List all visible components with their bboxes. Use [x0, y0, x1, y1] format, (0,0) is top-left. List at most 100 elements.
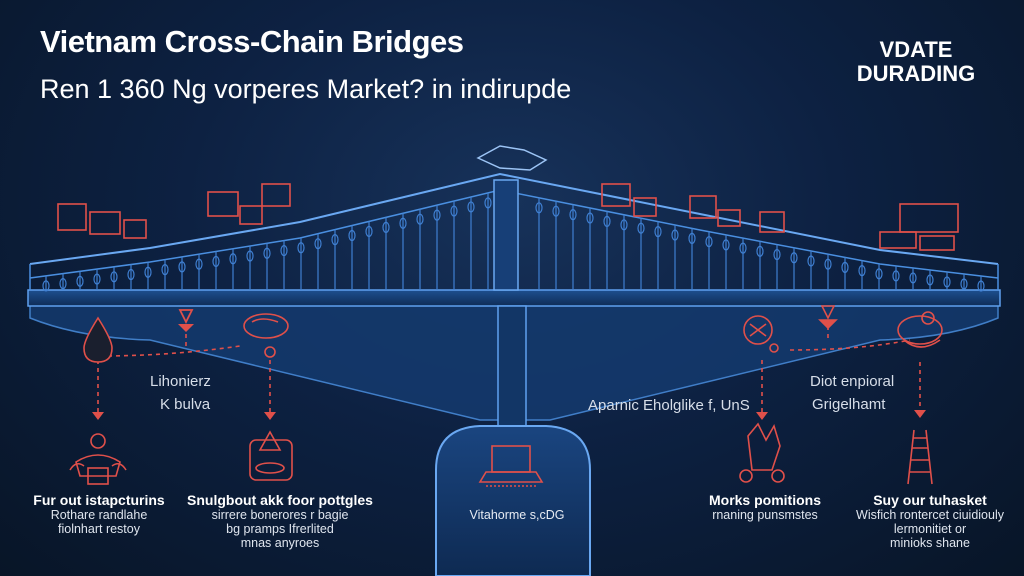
hanger-link	[960, 278, 968, 290]
mast-top-ornament	[476, 145, 548, 171]
hanger-link	[229, 253, 237, 265]
hanger-link	[841, 261, 849, 273]
hanger-link	[926, 274, 934, 286]
label-right-upper-1: Diot enpioral	[810, 373, 895, 390]
label-right-upper-2: Grigelhamt	[812, 396, 886, 413]
flow-connectors	[97, 326, 921, 412]
hanger-link	[943, 276, 951, 288]
hanger-link	[637, 222, 645, 234]
central-pillar	[497, 305, 527, 437]
hanger-link	[977, 280, 985, 292]
caption-line: minioks shane	[890, 536, 970, 550]
hanger-link	[450, 205, 458, 217]
hanger-link	[42, 280, 50, 292]
bridge-arch	[29, 172, 999, 265]
badge-line-1: VDATE	[879, 37, 953, 62]
hanger-link	[195, 258, 203, 270]
hanger-link	[569, 209, 577, 221]
hanger-link	[620, 219, 628, 231]
hand-icon	[243, 313, 289, 358]
hanger-link	[314, 238, 322, 250]
hanger-link	[484, 197, 492, 209]
hanger-link	[59, 278, 67, 290]
caption-heading: Snulgbout akk foor pottgles	[187, 492, 373, 508]
fist-icon	[739, 422, 785, 483]
caption-2: Snulgbout akk foor pottgles sirrere bone…	[180, 492, 380, 550]
hanger-link	[144, 266, 152, 278]
flow-arrowheads	[92, 410, 926, 420]
stairs-icon	[907, 429, 933, 485]
hanger-link	[909, 272, 917, 284]
brand-badge: VDATE DURADING	[846, 38, 986, 86]
hanger-link	[178, 261, 186, 273]
caption-line: sirrere bonerores r bagie	[211, 508, 349, 522]
hanger-link	[416, 213, 424, 225]
coin-stack-icon	[249, 430, 293, 481]
hanger-link	[790, 252, 798, 264]
hanger-link	[722, 239, 730, 251]
caption-line: rnaning punsmstes	[712, 508, 818, 522]
central-mast	[493, 179, 519, 291]
hanger-link	[467, 201, 475, 213]
hanger-link	[535, 202, 543, 214]
hanger-link	[756, 245, 764, 257]
caption-3: Morks pomitions rnaning punsmstes	[690, 492, 840, 522]
hanger-link	[348, 229, 356, 242]
hanger-link	[297, 242, 305, 254]
bridge-deck	[27, 289, 1001, 307]
caption-4: Suy our tuhasket Wisfich rontercet ciuid…	[840, 492, 1020, 550]
caption-line: Wisfich rontercet ciuidiouly	[856, 508, 1004, 522]
caption-line: lermonitiet or	[893, 522, 967, 536]
hanger-link	[399, 217, 407, 229]
hanger-link	[875, 268, 883, 280]
hanger-link	[807, 255, 815, 267]
bridge-hangers	[42, 192, 985, 292]
hanger-link	[654, 226, 662, 238]
hanger-link	[586, 212, 594, 224]
hanger-link	[705, 236, 713, 248]
hanger-link	[433, 209, 441, 221]
hanger-link	[892, 270, 900, 282]
hanger-link	[246, 250, 254, 262]
hanger-link	[365, 225, 373, 238]
hanger-link	[603, 215, 611, 227]
hanger-link	[773, 248, 781, 261]
hanger-link	[263, 247, 271, 259]
label-left-upper-2: K bulva	[160, 396, 211, 413]
crowd-icon	[69, 433, 127, 485]
hanger-link	[688, 232, 696, 244]
hanger-link	[331, 234, 339, 246]
caption-1: Fur out istapcturins Rothare randlahe fi…	[14, 492, 184, 536]
tower-label: Vitahorme s,cDG	[469, 508, 565, 522]
signpost-icon	[743, 315, 779, 353]
caption-heading: Morks pomitions	[708, 492, 821, 508]
pin-icon	[818, 305, 838, 330]
caption-heading: Suy our tuhasket	[873, 492, 987, 508]
hanger-link	[382, 221, 390, 233]
hanger-link	[161, 264, 169, 276]
hanger-link	[552, 205, 560, 217]
label-left-upper-1: Lihonierz	[150, 373, 211, 390]
hanger-link	[212, 255, 220, 268]
droplet-icon	[83, 316, 113, 363]
hanger-link	[824, 258, 832, 270]
badge-line-2: DURADING	[856, 61, 976, 86]
hand-icon	[897, 311, 943, 348]
caption-line: mnas anyroes	[240, 536, 320, 550]
hanger-link	[76, 275, 84, 287]
hanger-link	[280, 244, 288, 257]
page-title: Vietnam Cross-Chain Bridges	[40, 24, 464, 59]
laptop-icon	[478, 445, 544, 487]
caption-line: bg pramps Ifrerlited	[226, 522, 334, 536]
hanger-link	[739, 242, 747, 254]
caption-line: fiolnhart restoy	[58, 522, 140, 536]
hanger-link	[110, 271, 118, 283]
central-tower	[435, 425, 591, 576]
arch-buildings	[57, 183, 959, 251]
caption-line: Rothare randlahe	[50, 508, 148, 522]
arrow-down-icon	[178, 309, 194, 332]
label-center-right: Aparnic Eholglike f, UnS	[588, 397, 750, 414]
caption-heading: Fur out istapcturins	[33, 492, 165, 508]
